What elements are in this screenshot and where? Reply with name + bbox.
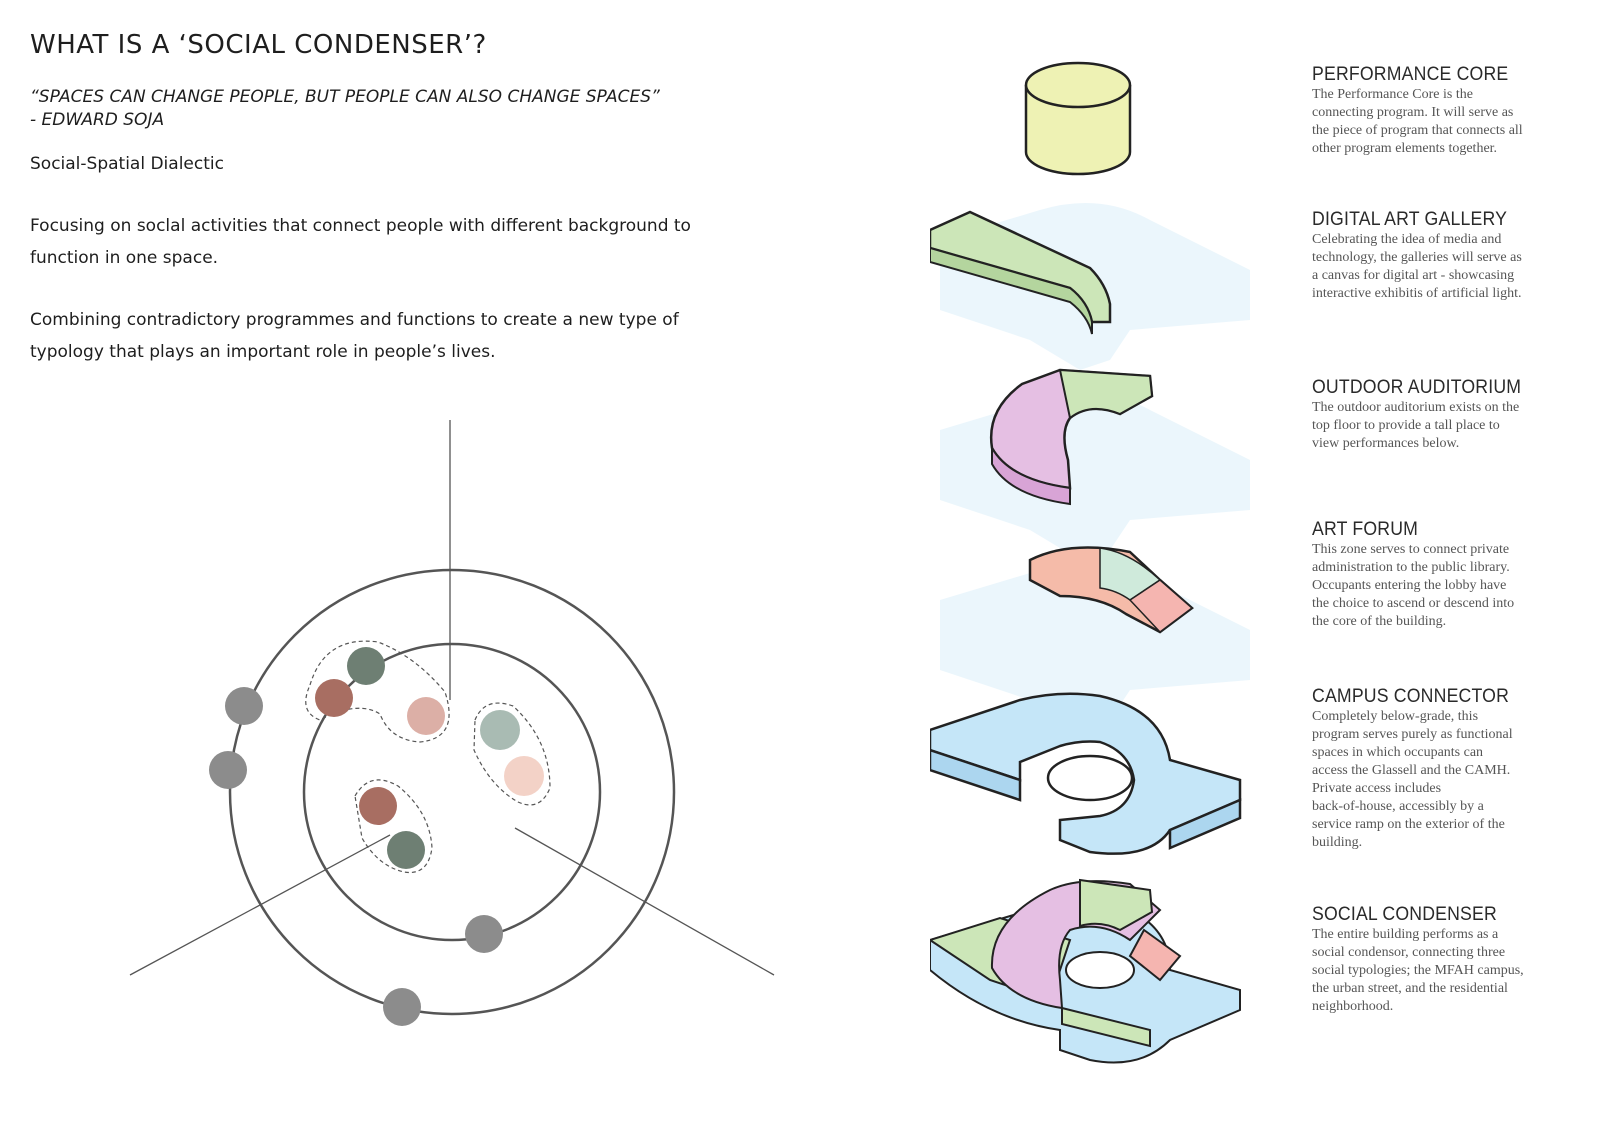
group-boundary-2: [473, 702, 551, 806]
description-line: The outdoor auditorium exists on the: [1312, 400, 1520, 415]
program-campus-connector: CAMPUS CONNECTOR Completely below-grade,…: [1312, 686, 1592, 852]
dot-brown: [359, 787, 397, 825]
description-line: building.: [1312, 835, 1363, 850]
description-line: social condensor, connecting three: [1312, 945, 1506, 960]
description-line: the piece of program that connects all: [1312, 123, 1523, 138]
program-performance-core: PERFORMANCE CORE The Performance Core is…: [1312, 64, 1592, 158]
description-line: neighborhood.: [1312, 999, 1394, 1014]
paragraph-2: Combining contradictory programmes and f…: [30, 304, 810, 368]
divider-line-right: [514, 827, 775, 976]
paragraph-line: Combining contradictory programmes and f…: [30, 310, 679, 330]
description-line: the core of the building.: [1312, 614, 1447, 629]
description-line: connecting program. It will serve as: [1312, 105, 1514, 120]
group-boundary-3: [354, 779, 433, 874]
description-line: The Performance Core is the: [1312, 87, 1473, 102]
program-description: Celebrating the idea of media and techno…: [1312, 231, 1592, 303]
subtitle: Social-Spatial Dialectic: [30, 154, 224, 174]
description-line: Completely below-grade, this: [1312, 709, 1479, 724]
description-line: the urban street, and the residential: [1312, 981, 1508, 996]
description-line: Celebrating the idea of media and: [1312, 232, 1502, 247]
dot-pink: [407, 697, 445, 735]
description-line: program serves purely as functional: [1312, 727, 1513, 742]
program-description: The Performance Core is the connecting p…: [1312, 86, 1592, 158]
social-condenser-volume: [930, 878, 1241, 1064]
paragraph-line: typology that plays an important role in…: [30, 342, 496, 362]
dot-grey: [465, 915, 503, 953]
campus-connector-volume: [930, 692, 1242, 855]
dot-peach: [504, 756, 544, 796]
paragraph-line: Focusing on soclal activities that conne…: [30, 216, 691, 236]
description-line: a canvas for digital art - showcasing: [1312, 268, 1515, 283]
intro-text-block: WHAT IS A ‘SOCIAL CONDENSER’? “SPACES CA…: [30, 30, 810, 398]
description-line: The entire building performs as a: [1312, 927, 1499, 942]
description-line: Occupants entering the lobby have: [1312, 578, 1507, 593]
paragraph-line: function in one space.: [30, 248, 219, 268]
description-line: technology, the galleries will serve as: [1312, 250, 1522, 265]
description-line: the choice to ascend or descend into: [1312, 596, 1515, 611]
description-line: access the Glassell and the CAMH.: [1312, 763, 1511, 778]
page-title: WHAT IS A ‘SOCIAL CONDENSER’?: [30, 30, 487, 60]
description-line: service ramp on the exterior of the: [1312, 817, 1505, 832]
dot-brown: [315, 679, 353, 717]
description-line: view performances below.: [1312, 436, 1460, 451]
program-description: Completely below-grade, this program ser…: [1312, 708, 1592, 852]
description-line: Private access includes: [1312, 781, 1442, 796]
description-line: interactive exhibitis of artificial ligh…: [1312, 286, 1522, 301]
program-outdoor-auditorium: OUTDOOR AUDITORIUM The outdoor auditoriu…: [1312, 377, 1592, 453]
program-social-condenser: SOCIAL CONDENSER The entire building per…: [1312, 904, 1592, 1016]
dot-green: [347, 647, 385, 685]
description-line: This zone serves to connect private: [1312, 542, 1510, 557]
art-forum-volume: [940, 546, 1250, 730]
dot-sage: [480, 710, 520, 750]
program-digital-art-gallery: DIGITAL ART GALLERY Celebrating the idea…: [1312, 209, 1592, 303]
program-art-forum: ART FORUM This zone serves to connect pr…: [1312, 519, 1592, 631]
inner-ring: [302, 642, 602, 942]
outdoor-auditorium-volume: [940, 368, 1250, 560]
program-axonometric-stack: [930, 61, 1250, 1064]
program-description: This zone serves to connect private admi…: [1312, 541, 1592, 631]
program-title: OUTDOOR AUDITORIUM: [1312, 377, 1522, 398]
paragraph-1: Focusing on soclal activities that conne…: [30, 210, 810, 274]
program-title: DIGITAL ART GALLERY: [1312, 209, 1508, 230]
program-title: SOCIAL CONDENSER: [1312, 904, 1497, 925]
description-line: spaces in which occupants can: [1312, 745, 1484, 760]
group-boundary-1: [305, 640, 450, 743]
divider-line-left: [129, 834, 391, 976]
quote-author: - EDWARD SOJA: [30, 110, 165, 130]
performance-core-volume: [1024, 61, 1132, 176]
dot-grey: [225, 687, 263, 725]
digital-art-gallery-volume: [930, 202, 1250, 370]
quote-line: “SPACES CAN CHANGE PEOPLE, BUT PEOPLE CA…: [30, 87, 660, 107]
program-title: ART FORUM: [1312, 519, 1419, 540]
outer-ring: [228, 568, 676, 1016]
description-line: other program elements together.: [1312, 141, 1498, 156]
dot-green: [387, 831, 425, 869]
description-line: social typologies; the MFAH campus,: [1312, 963, 1524, 978]
dot-grey: [209, 751, 247, 789]
program-description: The outdoor auditorium exists on the top…: [1312, 399, 1592, 453]
quote: “SPACES CAN CHANGE PEOPLE, BUT PEOPLE CA…: [30, 86, 810, 132]
description-line: administration to the public library.: [1312, 560, 1510, 575]
program-title: CAMPUS CONNECTOR: [1312, 686, 1510, 707]
program-title: PERFORMANCE CORE: [1312, 64, 1509, 85]
program-description: The entire building performs as a social…: [1312, 926, 1592, 1016]
description-line: top floor to provide a tall place to: [1312, 418, 1500, 433]
dot-grey: [383, 988, 421, 1026]
social-condenser-concept-diagram: [129, 420, 775, 1026]
description-line: back-of-house, accessibly by a: [1312, 799, 1484, 814]
